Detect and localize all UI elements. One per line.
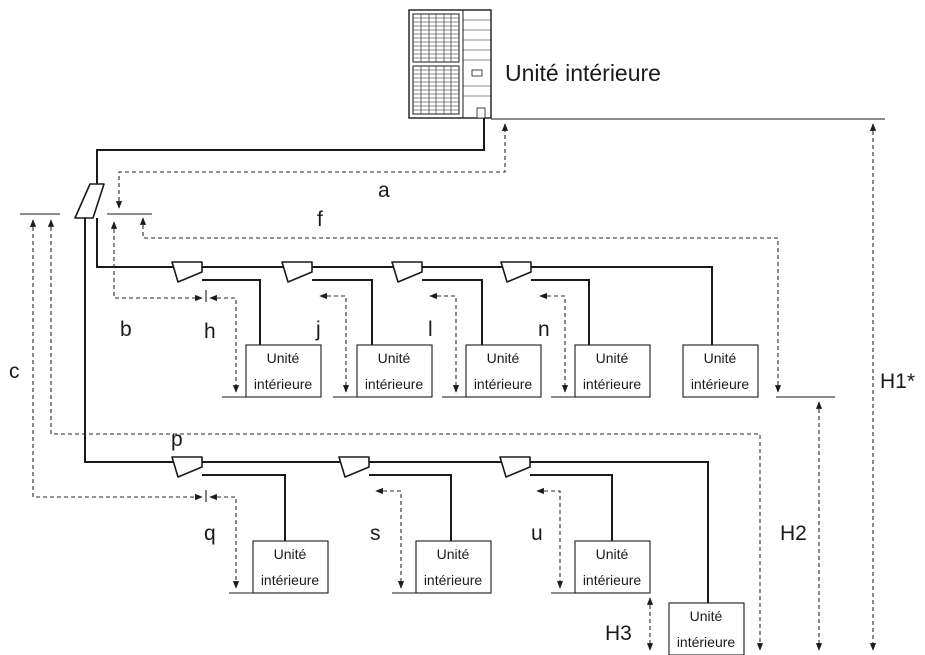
branch-joint-lower-1	[171, 456, 203, 478]
indoor-unit-2: Unité intérieure	[356, 344, 433, 398]
label-p: p	[171, 428, 183, 451]
branch-joint-upper-3	[391, 261, 423, 283]
outdoor-unit	[408, 9, 492, 119]
label-l: l	[428, 318, 433, 341]
indoor-unit-label-8: Unité	[596, 546, 629, 562]
dim-h	[209, 294, 240, 393]
indoor-unit-7: Unité intérieure	[415, 540, 492, 594]
label-b: b	[120, 318, 132, 341]
indoor-unit-label-5b: intérieure	[691, 376, 750, 392]
dim-n	[539, 292, 569, 393]
branch-joint-lower-2	[338, 456, 370, 478]
indoor-unit-label-5: Unité	[704, 350, 737, 366]
indoor-unit-label-3b: intérieure	[474, 376, 533, 392]
indoor-unit-6: Unité intérieure	[252, 540, 329, 594]
indoor-unit-3: Unité intérieure	[465, 344, 542, 398]
indoor-unit-label-9b: intérieure	[677, 634, 736, 650]
label-H3: H3	[605, 622, 632, 645]
branch-pipe-upper-2	[312, 279, 373, 345]
upper-trunk-pipe	[96, 218, 713, 345]
indoor-unit-9: Unité intérieure	[668, 602, 745, 655]
label-q: q	[204, 522, 216, 545]
label-s: s	[370, 522, 381, 545]
branch-joint-lower-3	[499, 456, 531, 478]
indoor-unit-5: Unité intérieure	[682, 344, 759, 398]
label-f: f	[317, 208, 323, 231]
indoor-unit-label-3: Unité	[487, 350, 520, 366]
dim-l	[429, 292, 460, 393]
indoor-unit-label-2: Unité	[378, 350, 411, 366]
indoor-unit-4: Unité intérieure	[574, 344, 651, 398]
branch-joint-upper-2	[281, 261, 313, 283]
label-j: j	[315, 318, 321, 341]
label-n: n	[538, 318, 550, 341]
main-pipe	[96, 118, 485, 184]
dim-s	[375, 487, 405, 589]
dim-p	[47, 219, 764, 651]
indoor-unit-label-6b: intérieure	[261, 572, 320, 588]
indoor-unit-label-7: Unité	[437, 546, 470, 562]
first-branch-joint	[74, 183, 105, 219]
label-H2: H2	[780, 522, 807, 545]
label-c: c	[9, 360, 20, 383]
indoor-unit-8: Unité intérieure	[574, 540, 651, 594]
label-h: h	[204, 320, 216, 343]
branch-joint-upper-1	[171, 261, 203, 283]
indoor-unit-label-2b: intérieure	[365, 376, 424, 392]
indoor-unit-1: Unité intérieure	[245, 344, 322, 398]
indoor-unit-label-4: Unité	[596, 350, 629, 366]
dim-b	[110, 221, 203, 302]
dim-q	[209, 493, 240, 589]
indoor-unit-label-7b: intérieure	[424, 572, 483, 588]
indoor-unit-label-9: Unité	[690, 608, 723, 624]
dim-a	[115, 123, 509, 209]
label-a: a	[378, 179, 390, 202]
branch-joint-upper-4	[500, 261, 532, 283]
indoor-unit-label-4b: intérieure	[583, 376, 642, 392]
label-u: u	[531, 522, 543, 545]
dim-c	[29, 219, 203, 501]
outdoor-unit-label: Unité intérieure	[505, 60, 661, 86]
dim-u	[536, 487, 564, 589]
label-H1: H1*	[880, 370, 915, 393]
indoor-unit-label-1: Unité	[267, 350, 300, 366]
indoor-unit-label-8b: intérieure	[583, 572, 642, 588]
indoor-unit-label-1b: intérieure	[254, 376, 313, 392]
dim-j	[319, 292, 350, 393]
branch-pipe-lower-2	[369, 474, 452, 541]
indoor-unit-label-6: Unité	[274, 546, 307, 562]
